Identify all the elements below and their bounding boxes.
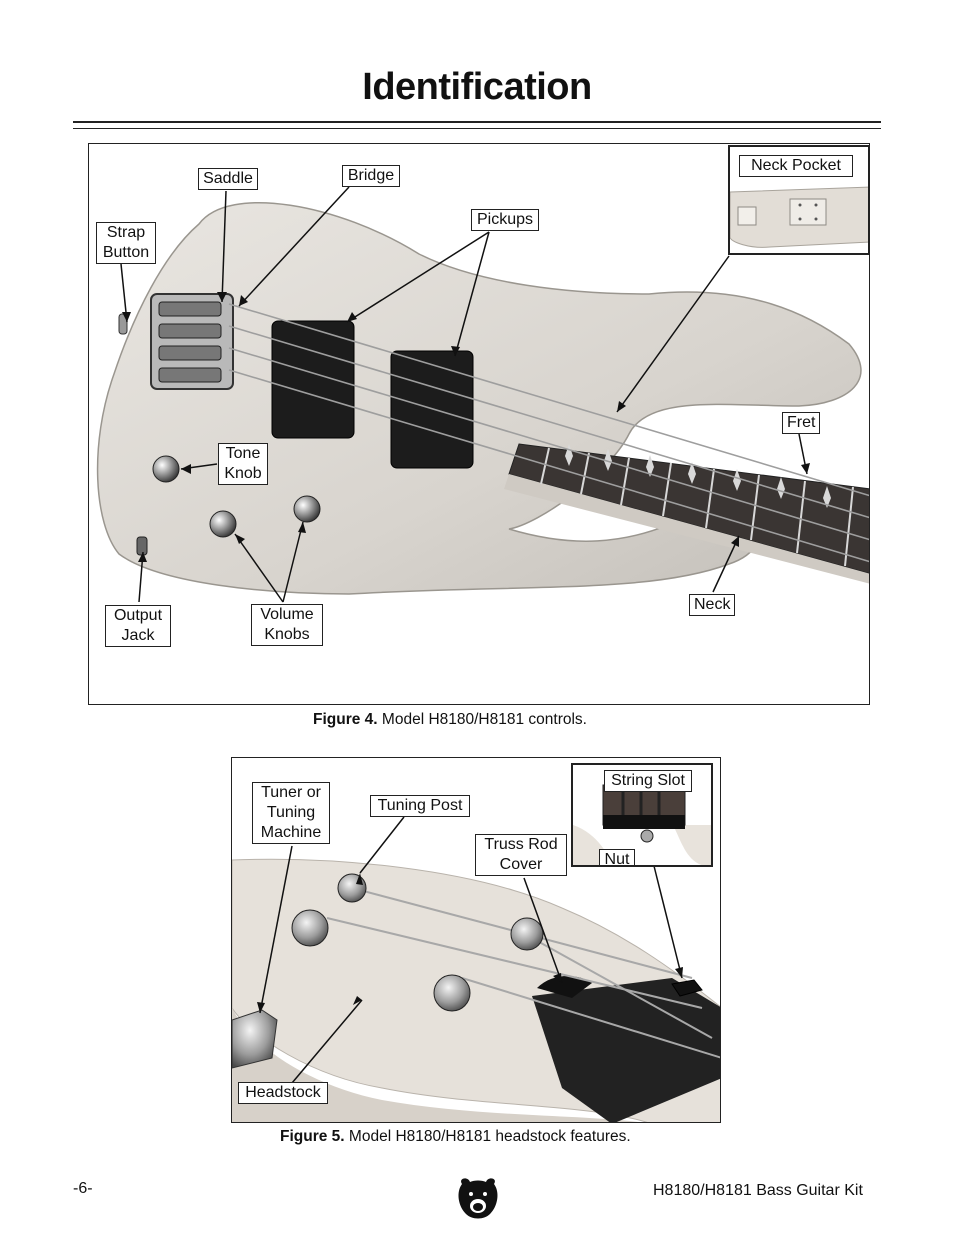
title-rule-bottom (73, 128, 881, 129)
fretboard (508, 443, 869, 574)
label-fret: Fret (782, 412, 820, 434)
headstock-leader-lines (259, 802, 683, 1084)
volume-knob-1 (209, 510, 237, 538)
leader-arrowheads (122, 192, 810, 562)
tuner-key (232, 1009, 278, 1069)
volume-knob-2 (293, 495, 321, 523)
bridge (150, 293, 234, 390)
neck-pocket-photo (730, 186, 868, 248)
figure-5-caption: Figure 5. Model H8180/H8181 headstock fe… (280, 1128, 631, 1146)
truss-rod-cover (537, 976, 592, 998)
figure-4-caption-label: Figure 4. (313, 711, 378, 728)
figure-4-caption-text: Model H8180/H8181 controls. (377, 711, 587, 728)
label-neck-pocket: Neck Pocket (739, 155, 853, 177)
label-nut: Nut (599, 849, 635, 865)
label-headstock: Headstock (238, 1082, 328, 1104)
product-name: H8180/H8181 Bass Guitar Kit (653, 1182, 863, 1199)
label-bridge: Bridge (342, 165, 400, 187)
figure-5-headstock: String Slot Nut Tuner or Tuning Machine … (231, 757, 721, 1123)
neck-edge (504, 474, 869, 584)
headstock-leader-arrowheads (257, 873, 683, 1013)
strings (228, 303, 869, 563)
figure-5-caption-text: Model H8180/H8181 headstock features. (344, 1128, 631, 1145)
label-output-jack: Output Jack (105, 605, 171, 647)
neck-pocket-inset: Neck Pocket (728, 145, 869, 255)
page-title: Identification (362, 66, 592, 108)
bridge-saddles (158, 301, 222, 383)
leader-lines (120, 178, 808, 603)
figure-4-bass-controls: Neck Pocket Saddle Bridge Strap Button P… (88, 143, 870, 705)
label-truss-rod-cover: Truss Rod Cover (475, 834, 567, 876)
label-tuner: Tuner or Tuning Machine (252, 782, 330, 844)
bear-logo-icon (458, 1178, 498, 1219)
headstock-illustration (232, 802, 720, 1122)
neck-side-pickup (271, 320, 355, 439)
label-pickups: Pickups (471, 209, 539, 231)
page-number: -6- (73, 1180, 93, 1197)
fret-inlays (565, 444, 831, 508)
figure-4-caption: Figure 4. Model H8180/H8181 controls. (313, 711, 587, 729)
label-strap-button: Strap Button (96, 222, 156, 264)
title-rule-top (73, 121, 881, 123)
label-volume-knobs: Volume Knobs (251, 604, 323, 646)
output-jack (136, 536, 148, 556)
guitar-body (96, 202, 862, 595)
figure-5-caption-label: Figure 5. (280, 1128, 345, 1145)
bass-body-illustration (96, 178, 869, 603)
nut (671, 979, 703, 997)
label-saddle: Saddle (198, 168, 258, 190)
tone-knob (152, 455, 180, 483)
label-neck: Neck (689, 594, 735, 616)
label-tone-knob: Tone Knob (218, 443, 268, 485)
headstock-strings (326, 887, 720, 1059)
label-tuning-post: Tuning Post (370, 795, 470, 817)
string-slot-inset: String Slot Nut (571, 763, 713, 867)
label-string-slot: String Slot (604, 770, 692, 792)
headstock-edge (232, 1008, 638, 1122)
